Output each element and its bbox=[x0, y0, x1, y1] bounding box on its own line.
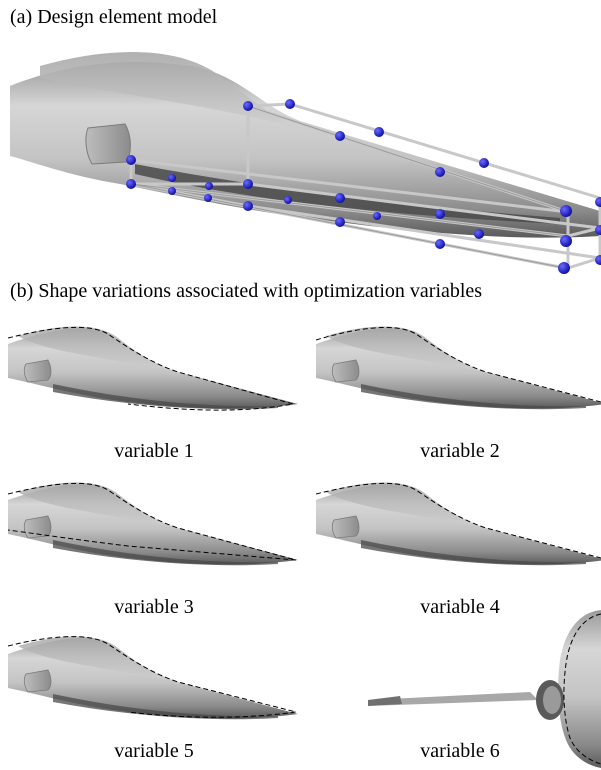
variable-2-label: variable 2 bbox=[420, 440, 500, 462]
variable-6-shape bbox=[368, 610, 601, 768]
design-element-model-panel bbox=[0, 36, 601, 276]
caption-a: (a) Design element model bbox=[10, 6, 218, 28]
variable-4-shape bbox=[316, 482, 601, 566]
caption-b: (b) Shape variations associated with opt… bbox=[10, 280, 483, 302]
variable-4-label: variable 4 bbox=[420, 596, 500, 618]
variable-5-label: variable 5 bbox=[114, 740, 194, 762]
variable-2-dashed-outline bbox=[316, 326, 601, 403]
engine-intake bbox=[85, 123, 131, 165]
variable-5-shape bbox=[8, 636, 299, 720]
variable-3-shape bbox=[8, 482, 299, 566]
variable-6-label: variable 6 bbox=[420, 740, 500, 762]
variable-1-panel bbox=[8, 322, 300, 418]
variable-4-dashed-outline bbox=[316, 482, 601, 559]
variable-1-shape bbox=[8, 326, 299, 411]
variable-3-dashed-outline bbox=[8, 482, 297, 561]
fuselage-lattice-figure bbox=[10, 52, 601, 274]
variable-4-panel bbox=[316, 478, 601, 574]
variable-3-panel bbox=[8, 478, 300, 574]
canopy-hump bbox=[40, 52, 300, 128]
variable-1-dashed-outline bbox=[8, 326, 294, 411]
variable-3-label: variable 3 bbox=[114, 596, 194, 618]
variable-6-panel bbox=[360, 600, 601, 770]
control-points bbox=[126, 99, 601, 274]
variable-5-panel bbox=[8, 632, 300, 728]
variable-1-label: variable 1 bbox=[114, 440, 194, 462]
fuselage-body bbox=[10, 62, 600, 238]
wing bbox=[368, 692, 538, 706]
wing-tip bbox=[368, 696, 402, 706]
variable-2-shape bbox=[316, 326, 601, 410]
variable-2-panel bbox=[316, 322, 601, 418]
variable-5-dashed-outline bbox=[8, 636, 297, 718]
variable-6-dashed-outline bbox=[563, 613, 601, 765]
